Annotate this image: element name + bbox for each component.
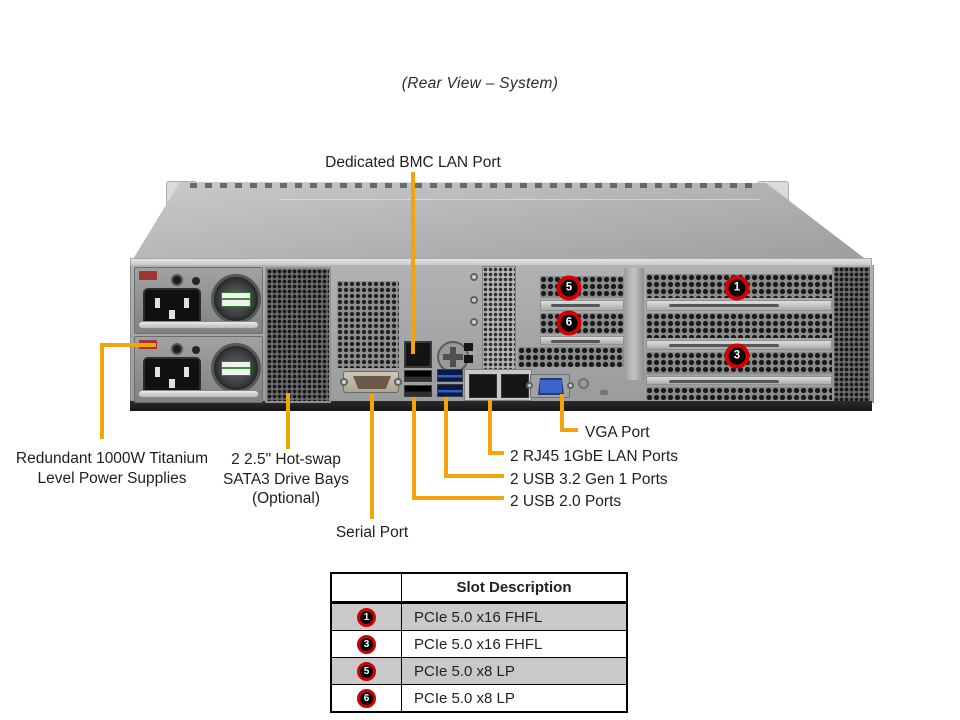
serial-port-connector [353,376,391,389]
lp-slot5-grille [540,276,624,298]
psu-button [171,343,183,355]
fh-slot-bracket [646,376,832,385]
slot3-table-badge: 3 [357,634,376,654]
psu-led [192,277,200,285]
usb3-callout-line-v [444,397,448,478]
fh-lower-grille [646,387,832,400]
slot3-description: PCIe 5.0 x16 FHFL [414,635,543,653]
slot5-description: PCIe 5.0 x8 LP [414,662,515,680]
panel-slot-hole [600,390,608,395]
psu-warning-label [139,271,157,280]
vga-port [530,374,570,398]
fh-slot-bracket [646,300,832,311]
serial-screw-right [394,378,402,386]
vga-callout-line-v [560,394,564,432]
slot5-badge: 5 [556,275,582,301]
serial-screw-left [340,378,348,386]
bmc-callout-line [411,172,415,354]
psu-label: Redundant 1000W Titanium Level Power Sup… [8,449,216,488]
psu-handle [138,390,259,398]
slot-latch-column [624,268,644,380]
drive-bays-label-line1: 2 2.5" Hot-swap [231,451,341,468]
table-row: 3 PCIe 5.0 x16 FHFL [332,630,626,657]
lan-callout-line-v [488,400,492,455]
lid-crease-line [280,199,760,202]
bays-callout-line [286,393,290,449]
io-vent-grille [337,281,399,368]
table-row: 6 PCIe 5.0 x8 LP [332,684,626,711]
slot6-description: PCIe 5.0 x8 LP [414,689,515,707]
chassis-top-lid [130,182,872,264]
vga-screw-left [526,382,533,389]
vga-connector [538,378,564,395]
psu-callout-line-v [100,343,104,439]
serial-callout-line [370,394,374,519]
usb2-callout-line-v [412,397,416,500]
lan-callout-line-h [488,451,504,455]
psu-label-line2: Level Power Supplies [37,469,187,487]
usb3-callout-line-h [444,474,504,478]
lp-slot-bracket [540,336,624,345]
table-header-description-cell: Slot Description [456,579,572,596]
table-header-slot-cell [332,574,402,601]
table-row: 1 PCIe 5.0 x16 FHFL [332,603,626,630]
slot-description-table: Slot Description 1 PCIe 5.0 x16 FHFL 3 P… [330,572,628,713]
panel-screw [470,296,478,304]
vga-screw-right [567,382,574,389]
panel-screw [470,318,478,326]
table-header-row: Slot Description [332,574,626,603]
usb3-ports-label: 2 USB 3.2 Gen 1 Ports [510,471,668,488]
chassis-bottom-edge [130,401,872,411]
table-row: 5 PCIe 5.0 x8 LP [332,657,626,684]
bmc-lan-port [404,341,432,368]
lan-ports-label: 2 RJ45 1GbE LAN Ports [510,448,678,465]
usb2-port-top [404,370,432,382]
psu-label-line1: Redundant 1000W Titanium [15,450,209,467]
antenna-hole [578,378,589,389]
serial-port-label: Serial Port [335,524,409,541]
usb3-port-top [437,369,463,382]
bmc-port-label: Dedicated BMC LAN Port [325,154,501,171]
drive-bay-grille [265,267,331,403]
riser-bracket-grille [482,266,516,377]
vga-port-label: VGA Port [585,424,650,441]
psu-button [171,274,183,286]
psu-fan-label [221,292,251,307]
fh-slot-grille [646,313,832,338]
serial-port [343,371,399,393]
slot6-badge: 6 [556,310,582,336]
psu-fan-label [221,361,251,376]
drive-bays-label-line3: (Optional) [251,490,321,507]
drive-bays-label: 2 2.5" Hot-swap SATA3 Drive Bays (Option… [214,450,358,509]
drive-bays-label-line2: SATA3 Drive Bays [222,470,350,488]
lp-slot6-grille [540,313,624,334]
slot1-description: PCIe 5.0 x16 FHFL [414,608,543,626]
io-detail-block [464,355,473,363]
slot6-table-badge: 6 [357,688,376,708]
usb2-port-bottom [404,385,432,397]
io-detail-block [464,343,473,351]
lan-port-1 [469,374,497,398]
psu-led [192,346,200,354]
usb2-callout-line-h [412,496,504,500]
psu-callout-line-h [100,343,156,347]
lid-vent-slots [190,183,760,188]
slot1-badge: 1 [724,275,750,301]
panel-screw [470,273,478,281]
vga-callout-line-h [560,428,578,432]
right-vent-grille [832,267,870,401]
lp-slot-bracket [540,300,624,311]
page-title: (Rear View – System) [401,75,559,92]
usb2-ports-label: 2 USB 2.0 Ports [510,493,622,510]
lp-lower-grille [518,347,624,367]
lan-ports-bezel [464,369,532,401]
lan-port-2 [501,374,529,398]
usb3-port-bottom [437,384,463,397]
slot1-table-badge: 1 [357,607,376,627]
power-supply-lower [134,336,263,403]
psu-handle [138,321,259,329]
power-supply-upper [134,267,263,334]
slot5-table-badge: 5 [357,661,376,681]
slot3-badge: 3 [724,343,750,369]
